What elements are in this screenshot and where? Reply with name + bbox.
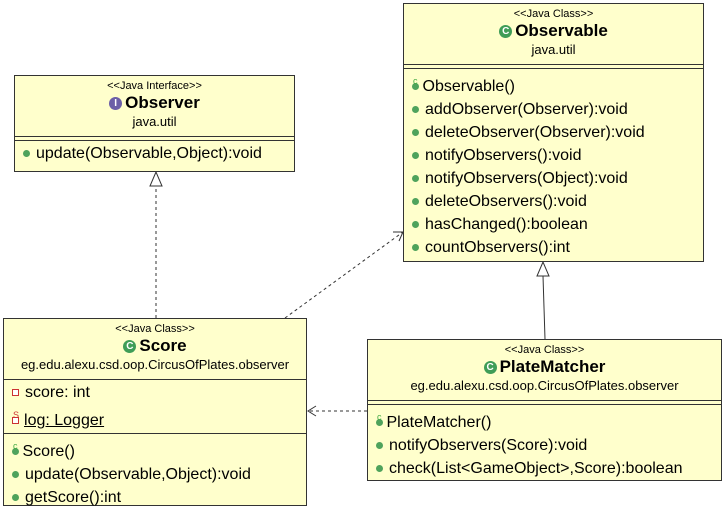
public-method-icon	[23, 150, 30, 158]
class-icon: C	[123, 340, 137, 353]
method-row: update(Observable,Object):void	[15, 142, 294, 165]
observer-package: java.util	[132, 114, 177, 129]
public-method-icon	[412, 221, 419, 229]
method-row: notifyObservers(Score):void	[368, 434, 721, 457]
method-row: deleteObservers():void	[404, 190, 703, 213]
observable-stereotype: <<Java Class>>	[513, 8, 594, 20]
observable-fields-compartment	[404, 64, 703, 69]
constructor-icon	[376, 419, 383, 427]
public-method-icon	[376, 442, 383, 450]
public-method-icon	[376, 465, 383, 473]
method-row: countObservers():int	[404, 236, 703, 259]
method-row: hasChanged():boolean	[404, 213, 703, 236]
score-dependency-arrowhead	[307, 405, 317, 417]
method-row: check(List<GameObject>,Score):boolean	[368, 457, 721, 480]
public-method-icon	[12, 494, 19, 502]
platematcher-stereotype: <<Java Class>>	[504, 344, 585, 356]
class-icon: C	[499, 25, 513, 38]
platematcher-observable-generalization	[542, 275, 546, 340]
method-row: deleteObserver(Observer):void	[404, 121, 703, 144]
public-method-icon	[12, 471, 19, 479]
observable-generalization-arrowhead	[536, 260, 550, 277]
score-name: Score	[139, 336, 187, 355]
public-method-icon	[412, 244, 419, 252]
observer-stereotype: <<Java Interface>>	[107, 80, 202, 92]
score-stereotype: <<Java Class>>	[115, 323, 195, 335]
public-method-icon	[412, 152, 419, 160]
method-row: notifyObservers(Object):void	[404, 167, 703, 190]
field-row: score: int	[4, 381, 306, 404]
method-row: notifyObservers():void	[404, 144, 703, 167]
public-method-icon	[412, 198, 419, 206]
constructor-icon	[412, 83, 419, 91]
method-row: update(Observable,Object):void	[4, 463, 306, 486]
observable-name: Observable	[515, 21, 608, 40]
method-row: getScore():int	[4, 486, 306, 509]
observer-fields-compartment	[15, 136, 294, 141]
platematcher-name: PlateMatcher	[499, 357, 606, 376]
constructor-icon	[12, 448, 19, 456]
observer-methods: update(Observable,Object):void	[15, 141, 294, 165]
private-field-icon	[12, 389, 19, 397]
platematcher-fields-compartment	[368, 400, 721, 405]
method-row: addObserver(Observer):void	[404, 98, 703, 121]
class-icon: C	[483, 361, 497, 374]
private-static-field-icon	[12, 417, 19, 425]
platematcher-package: eg.edu.alexu.csd.oop.CircusOfPlates.obse…	[410, 378, 679, 393]
observer-name: Observer	[125, 93, 200, 112]
public-method-icon	[412, 129, 419, 137]
score-package: eg.edu.alexu.csd.oop.CircusOfPlates.obse…	[20, 357, 290, 372]
score-observable-dependency	[284, 231, 404, 319]
interface-icon: I	[109, 97, 123, 110]
public-method-icon	[412, 106, 419, 114]
observable-package: java.util	[531, 42, 576, 57]
public-method-icon	[412, 175, 419, 183]
observer-realization-arrowhead	[149, 170, 163, 187]
